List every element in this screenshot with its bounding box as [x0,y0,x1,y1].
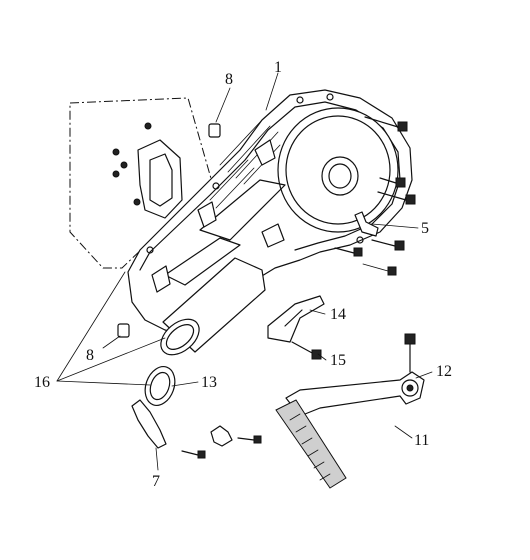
inner-parts-boundary [69,97,213,269]
leader-1 [265,72,279,111]
leader-13 [171,381,199,387]
callout-16: 16 [34,374,50,391]
leader-8-top [215,87,231,123]
screw-icon [112,170,120,178]
bracket-5 [354,211,379,237]
callout-13: 13 [201,374,217,391]
clip-7-screw-head [197,450,206,459]
plate-14 [267,295,325,343]
cover-lug-3 [151,265,171,293]
screw-icon [144,122,152,130]
duct-mouth [160,318,200,356]
dowel-pin-left [117,323,130,338]
cover-rib-lower [164,237,241,286]
leader-5 [371,223,419,229]
bolt-shaft [364,116,399,128]
clip-7-screw [181,450,199,456]
center-boss-inner [328,163,352,189]
hose-clamp-screw-head [253,435,262,444]
cover-hole [212,182,220,190]
leader-8-left [102,335,121,349]
leader-lines [56,72,433,471]
bolt-shaft [334,247,355,254]
bolt-shaft [379,177,397,184]
callout-14: 14 [330,306,346,323]
cover-hole [146,246,154,254]
callout-8-top: 8 [225,71,233,88]
cover-hole [326,93,334,101]
cover-lug-4 [261,223,285,248]
callout-1: 1 [274,59,282,76]
cover-bolts [334,116,416,276]
bolt-head [353,247,363,257]
lever-arm [285,371,425,417]
bolt-head [405,194,416,205]
leader-16c [56,380,151,386]
leader-15 [317,353,327,361]
intake-duct [160,257,266,356]
seal-ring-13-inner [149,371,171,401]
callout-8-left: 8 [86,347,94,364]
plate-14-slot [284,309,303,327]
bolt-shaft [371,239,396,247]
bolt-head [397,121,408,132]
center-boss [321,156,359,196]
bolt-head [394,240,405,251]
leader-14 [309,309,326,315]
leader-12 [415,371,433,379]
clip-7 [131,399,167,449]
screw-icon [133,198,141,206]
leader-7 [155,447,159,471]
seal-ring-13 [144,366,176,406]
bolt-15-head [311,349,322,360]
screw-icon [120,161,128,169]
callout-15: 15 [330,352,346,369]
inner-gasket-window [149,153,173,207]
cover-hole [356,236,364,244]
callout-12: 12 [436,363,452,380]
callout-7: 7 [152,473,160,490]
cover-lug-2 [197,201,217,228]
leader-16b [56,337,166,382]
dome-rim [285,115,391,225]
cover-rib-upper [199,179,286,241]
hose-clamp [210,425,233,447]
small-screws [112,122,152,206]
leader-11 [394,425,413,439]
leader-16a [56,271,126,382]
dowel-pin-top [208,123,221,138]
bolt-head [387,266,397,276]
kick-start-lever [275,371,425,489]
bolt-shaft [377,191,407,201]
screw-icon [112,148,120,156]
cover-hole [296,96,304,104]
lever-pedal [275,399,347,489]
bolt-15-shaft [291,341,315,355]
cover-lug-1 [254,139,276,166]
callout-5: 5 [421,220,429,237]
bolt-shaft [362,263,389,272]
lever-pedal-grip [289,413,331,481]
bolt-head [395,177,406,188]
lever-pivot-hole [406,384,414,392]
duct-mouth-inner [165,324,195,350]
bolt-12-head [404,333,416,345]
callout-11: 11 [414,432,429,449]
hose-clamp-screw [237,437,255,441]
crankcase-cover [127,89,413,336]
